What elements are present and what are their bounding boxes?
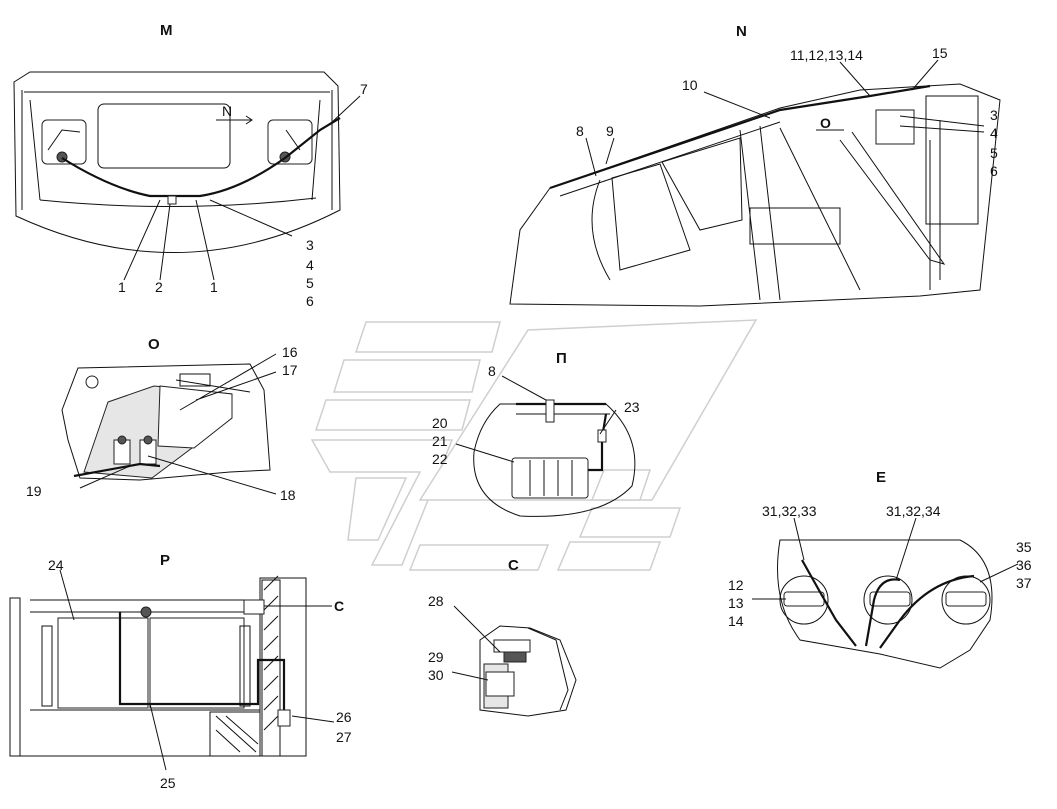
callout-23: 23 (624, 399, 640, 415)
callout-2: 2 (155, 279, 163, 295)
callout-13: 13 (728, 595, 744, 611)
o-view-marker: O (820, 115, 831, 131)
view-n: N O 8 9 10 11,12,13,14 15 3 4 5 6 (509, 23, 1001, 307)
callout-14: 14 (728, 613, 744, 629)
callout-21: 21 (432, 433, 448, 449)
callout-37: 37 (1016, 575, 1032, 591)
callout-3: 3 (306, 237, 314, 253)
callout-4: 4 (306, 257, 314, 273)
callout-29: 29 (428, 649, 444, 665)
callout-25: 25 (160, 775, 176, 791)
view-title-p: P (160, 552, 170, 569)
view-r: P 24 25 26 27 C (9, 552, 352, 791)
view-title-m: M (160, 22, 173, 39)
callout-20: 20 (432, 415, 448, 431)
callout-31-33: 31,32,33 (762, 503, 817, 519)
callout-22: 22 (432, 451, 448, 467)
callout-5: 5 (990, 145, 998, 161)
callout-27: 27 (336, 729, 352, 745)
view-title-c: C (508, 557, 519, 574)
view-title-o: O (148, 336, 160, 353)
callout-4: 4 (990, 125, 998, 141)
callout-31-34: 31,32,34 (886, 503, 941, 519)
view-e: E 31,32,33 31,32,34 12 13 14 35 36 37 (728, 469, 1032, 669)
callout-6: 6 (990, 163, 998, 179)
n-direction-label: N (222, 103, 232, 119)
view-p-cyr: П 8 20 21 22 23 (432, 350, 640, 517)
callout-5: 5 (306, 275, 314, 291)
callout-28: 28 (428, 593, 444, 609)
view-title-p-cyr: П (556, 350, 567, 367)
callout-26: 26 (336, 709, 352, 725)
callout-1: 1 (118, 279, 126, 295)
callout-30: 30 (428, 667, 444, 683)
callout-18: 18 (280, 487, 296, 503)
callout-3: 3 (990, 107, 998, 123)
callout-24: 24 (48, 557, 64, 573)
callout-15: 15 (932, 45, 948, 61)
callout-36: 36 (1016, 557, 1032, 573)
callout-16: 16 (282, 344, 298, 360)
callout-7: 7 (360, 81, 368, 97)
view-o: O 16 17 18 19 (26, 336, 298, 503)
callout-12: 12 (728, 577, 744, 593)
callout-11-14: 11,12,13,14 (790, 47, 863, 63)
callout-17: 17 (282, 362, 298, 378)
callout-1: 1 (210, 279, 218, 295)
view-m: M N 1 2 1 3 4 5 6 7 (13, 22, 368, 309)
c-view-marker: C (334, 598, 344, 614)
callout-8: 8 (488, 363, 496, 379)
view-c: C 28 29 30 (428, 557, 577, 717)
callout-6: 6 (306, 293, 314, 309)
callout-8: 8 (576, 123, 584, 139)
callout-19: 19 (26, 483, 42, 499)
view-title-n: N (736, 23, 747, 40)
watermark-logo (310, 319, 758, 571)
view-title-e: E (876, 469, 886, 486)
callout-9: 9 (606, 123, 614, 139)
callout-10: 10 (682, 77, 698, 93)
callout-35: 35 (1016, 539, 1032, 555)
